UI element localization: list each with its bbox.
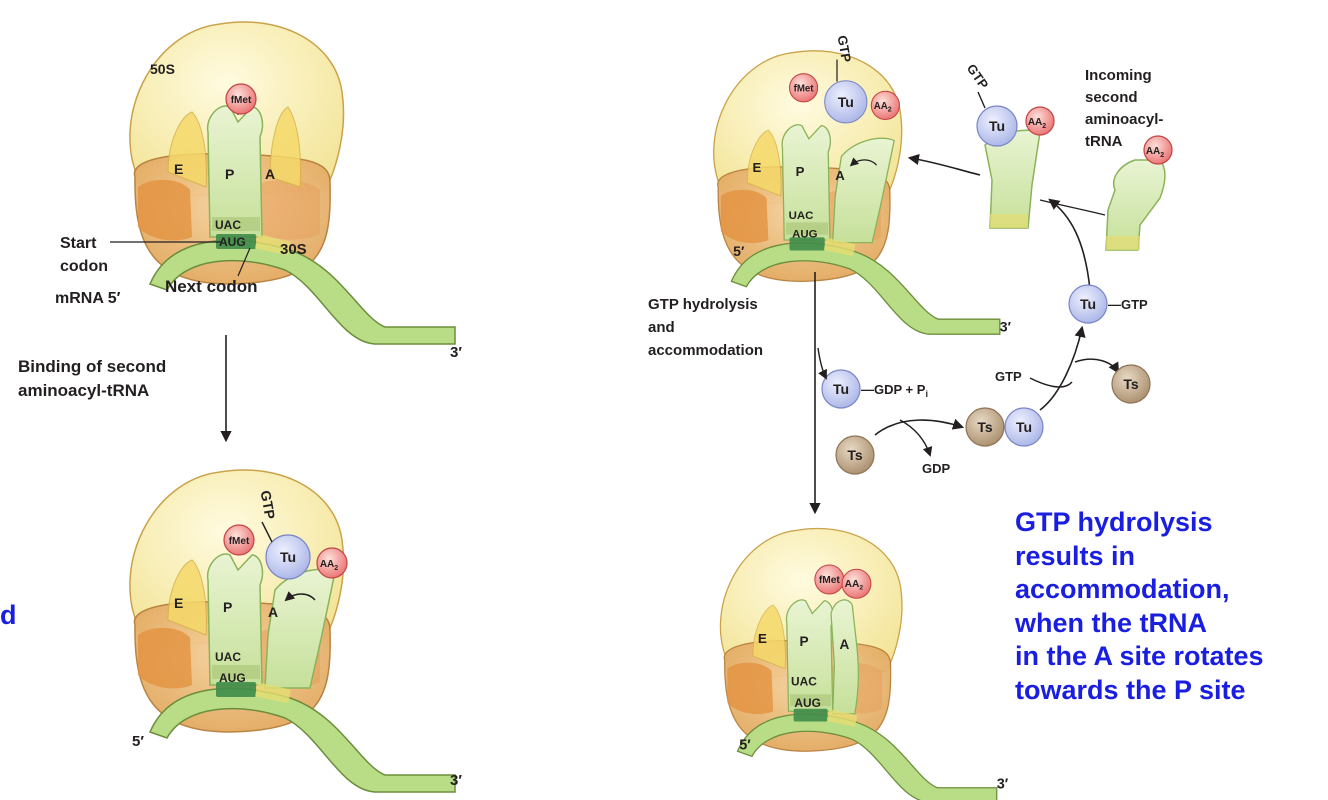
cut-off-caption-letter: d [0,600,17,630]
caption-line: GTP hydrolysis [1015,507,1213,537]
hydrolysis-step-label: GTP hydrolysis [648,296,758,313]
svg-text:Tu: Tu [1016,419,1032,435]
svg-text:AA2: AA2 [1028,117,1046,130]
ef-tu-molecule [265,534,311,580]
caption-line: results in [1015,540,1136,571]
svg-text:P: P [800,634,809,649]
next-codon-label: Next codon [165,277,258,296]
svg-text:A: A [840,637,850,652]
svg-text:Ts: Ts [977,419,993,435]
ef-tu-molecule [976,105,1018,147]
svg-text:E: E [758,631,767,646]
svg-text:UAC: UAC [791,675,817,689]
site-p-label: P [225,166,234,182]
ef-ts-molecule [1111,364,1151,404]
svg-text:Ts: Ts [847,447,863,463]
svg-text:5′: 5′ [733,243,745,259]
caption-line: accommodation, [1015,574,1230,604]
svg-text:A: A [268,604,278,620]
svg-text:AA2: AA2 [845,579,864,592]
svg-text:aminoacyl-tRNA: aminoacyl-tRNA [18,381,149,400]
accommodation-caption: GTP hydrolysis results in accommodation,… [1015,506,1325,707]
svg-text:AA2: AA2 [1146,146,1164,159]
caption-line: when the tRNA [1015,607,1207,638]
ef-ts-molecule [835,435,875,475]
svg-text:3′: 3′ [1000,319,1012,335]
gtp-input-label: GTP [995,369,1022,384]
tu-gdp-pi-label: —GDP + Pi [861,382,928,399]
gdp-release-label: GDP [922,461,951,476]
svg-text:codon: codon [60,258,108,275]
svg-text:UAC: UAC [215,650,241,664]
svg-text:second: second [1085,89,1138,106]
ef-ts-molecule [965,407,1005,447]
svg-text:Tu: Tu [1080,296,1096,312]
svg-text:3′: 3′ [997,777,1009,793]
svg-text:P: P [223,599,232,615]
svg-text:AUG: AUG [794,696,820,710]
svg-text:UAC: UAC [789,210,814,222]
fmet-label: fMet [231,95,252,106]
svg-text:Tu: Tu [833,381,849,397]
ef-tu-molecule [821,369,861,409]
svg-text:AA2: AA2 [874,101,892,114]
svg-text:Tu: Tu [280,549,296,565]
ef-tu-molecule [1068,284,1108,324]
three-prime-end: 3′ [450,344,462,361]
svg-text:GTP: GTP [964,61,992,92]
svg-text:AUG: AUG [219,671,246,685]
ef-tu-molecule [1004,407,1044,447]
caption-line: towards the P site [1015,674,1246,705]
mrna-five-prime-label: mRNA 5′ [55,290,121,307]
binding-step-label: Binding of second [18,357,166,376]
svg-text:3′: 3′ [450,772,462,789]
svg-text:A: A [835,168,845,183]
svg-text:fMet: fMet [819,575,841,586]
incoming-trna-label: Incoming [1085,67,1152,84]
svg-text:P: P [796,164,805,179]
svg-text:fMet: fMet [229,536,250,547]
ef-tu-ts-cycle: Tu GTP AA2 AA2 Incoming second aminoacyl… [817,61,1173,476]
ribosome-after-accommodation [719,527,998,800]
label-50s: 50S [150,61,175,77]
fmet-amino-acid [225,83,257,115]
svg-text:E: E [753,160,762,175]
site-e-label: E [174,161,183,177]
svg-text:tRNA: tRNA [1085,133,1123,150]
svg-text:accommodation: accommodation [648,342,763,359]
svg-text:Tu: Tu [838,94,854,110]
svg-text:GTP: GTP [835,34,855,64]
svg-text:Tu: Tu [989,118,1005,134]
svg-text:Ts: Ts [1123,376,1139,392]
svg-text:fMet: fMet [794,83,815,94]
aa2-amino-acid [316,547,348,579]
anticodon-label: UAC [215,218,241,232]
five-prime-end: 5′ [132,733,144,750]
svg-text:aminoacyl-: aminoacyl- [1085,111,1163,128]
svg-text:and: and [648,319,675,336]
site-a-label: A [265,166,275,182]
svg-text:E: E [174,595,183,611]
label-30s: 30S [280,241,307,258]
ribosome-with-second-trna [129,469,456,793]
svg-text:5′: 5′ [739,738,751,754]
gtp-label: GTP [258,489,279,520]
ribosome-initial [129,21,456,345]
start-codon-label: Start [60,235,97,252]
fmet-amino-acid [223,524,255,556]
codon-label: AUG [219,235,246,249]
svg-text:AUG: AUG [792,228,818,240]
ribosome-with-tu-gtp [713,50,1001,335]
caption-line: in the A site rotates [1015,641,1264,671]
tu-gtp-label: —GTP [1108,297,1148,312]
svg-text:AA2: AA2 [320,559,338,572]
